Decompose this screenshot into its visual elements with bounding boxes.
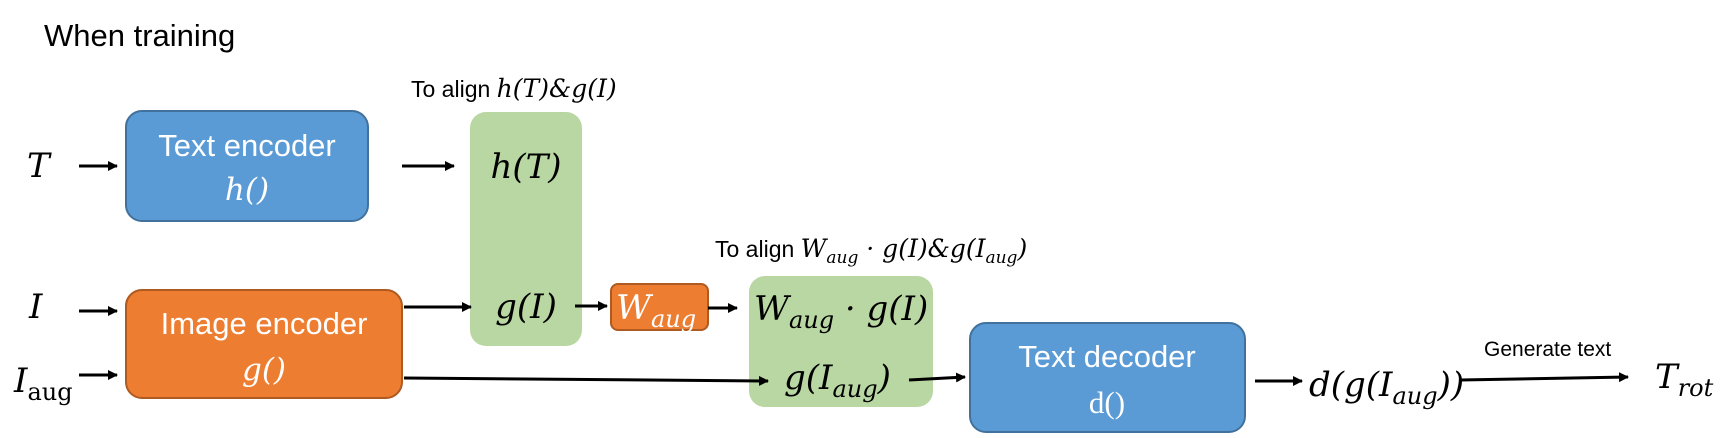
generate-text-label: Generate text	[1484, 338, 1611, 361]
text-decoder-title: Text decoder	[1018, 339, 1196, 374]
embedding-g-of-iaug: g(Iaug)	[784, 358, 891, 403]
heading: When training	[44, 18, 235, 53]
align-note-2: To align Waug · g(I)&g(Iaug)	[715, 234, 1027, 268]
embedding-block-1	[470, 112, 582, 346]
input-text-var: T	[27, 146, 52, 186]
arrow-generate-text	[1459, 372, 1629, 383]
text-decoder-box	[969, 322, 1246, 433]
text-decoder-func: d()	[1089, 385, 1125, 420]
embedding-block-2	[749, 276, 933, 407]
embedding-g-of-i: g(I)	[495, 287, 557, 327]
text-encoder-box	[125, 110, 369, 222]
align-note-1: To align h(T)&g(I)	[411, 74, 617, 103]
embedding-waug-g-of-i: Waug · g(I)	[754, 289, 928, 334]
input-aug-image-var: Iaug	[13, 361, 73, 406]
embedding-h-of-t: h(T)	[490, 147, 561, 187]
text-encoder-func: h()	[225, 172, 269, 208]
image-encoder-title: Image encoder	[161, 306, 368, 341]
image-encoder-func: g()	[242, 352, 286, 388]
input-image-var: I	[28, 287, 43, 327]
final-output-t-rot: Trot	[1655, 357, 1714, 402]
image-encoder-box	[125, 289, 403, 399]
arrow-encoder-to-g-aug	[403, 375, 769, 386]
decoder-output-expr: d(g(Iaug))	[1309, 365, 1464, 410]
w-aug-label: Waug	[616, 288, 696, 333]
text-encoder-title: Text encoder	[158, 128, 336, 163]
arrow-block-to-decoder	[908, 372, 966, 383]
